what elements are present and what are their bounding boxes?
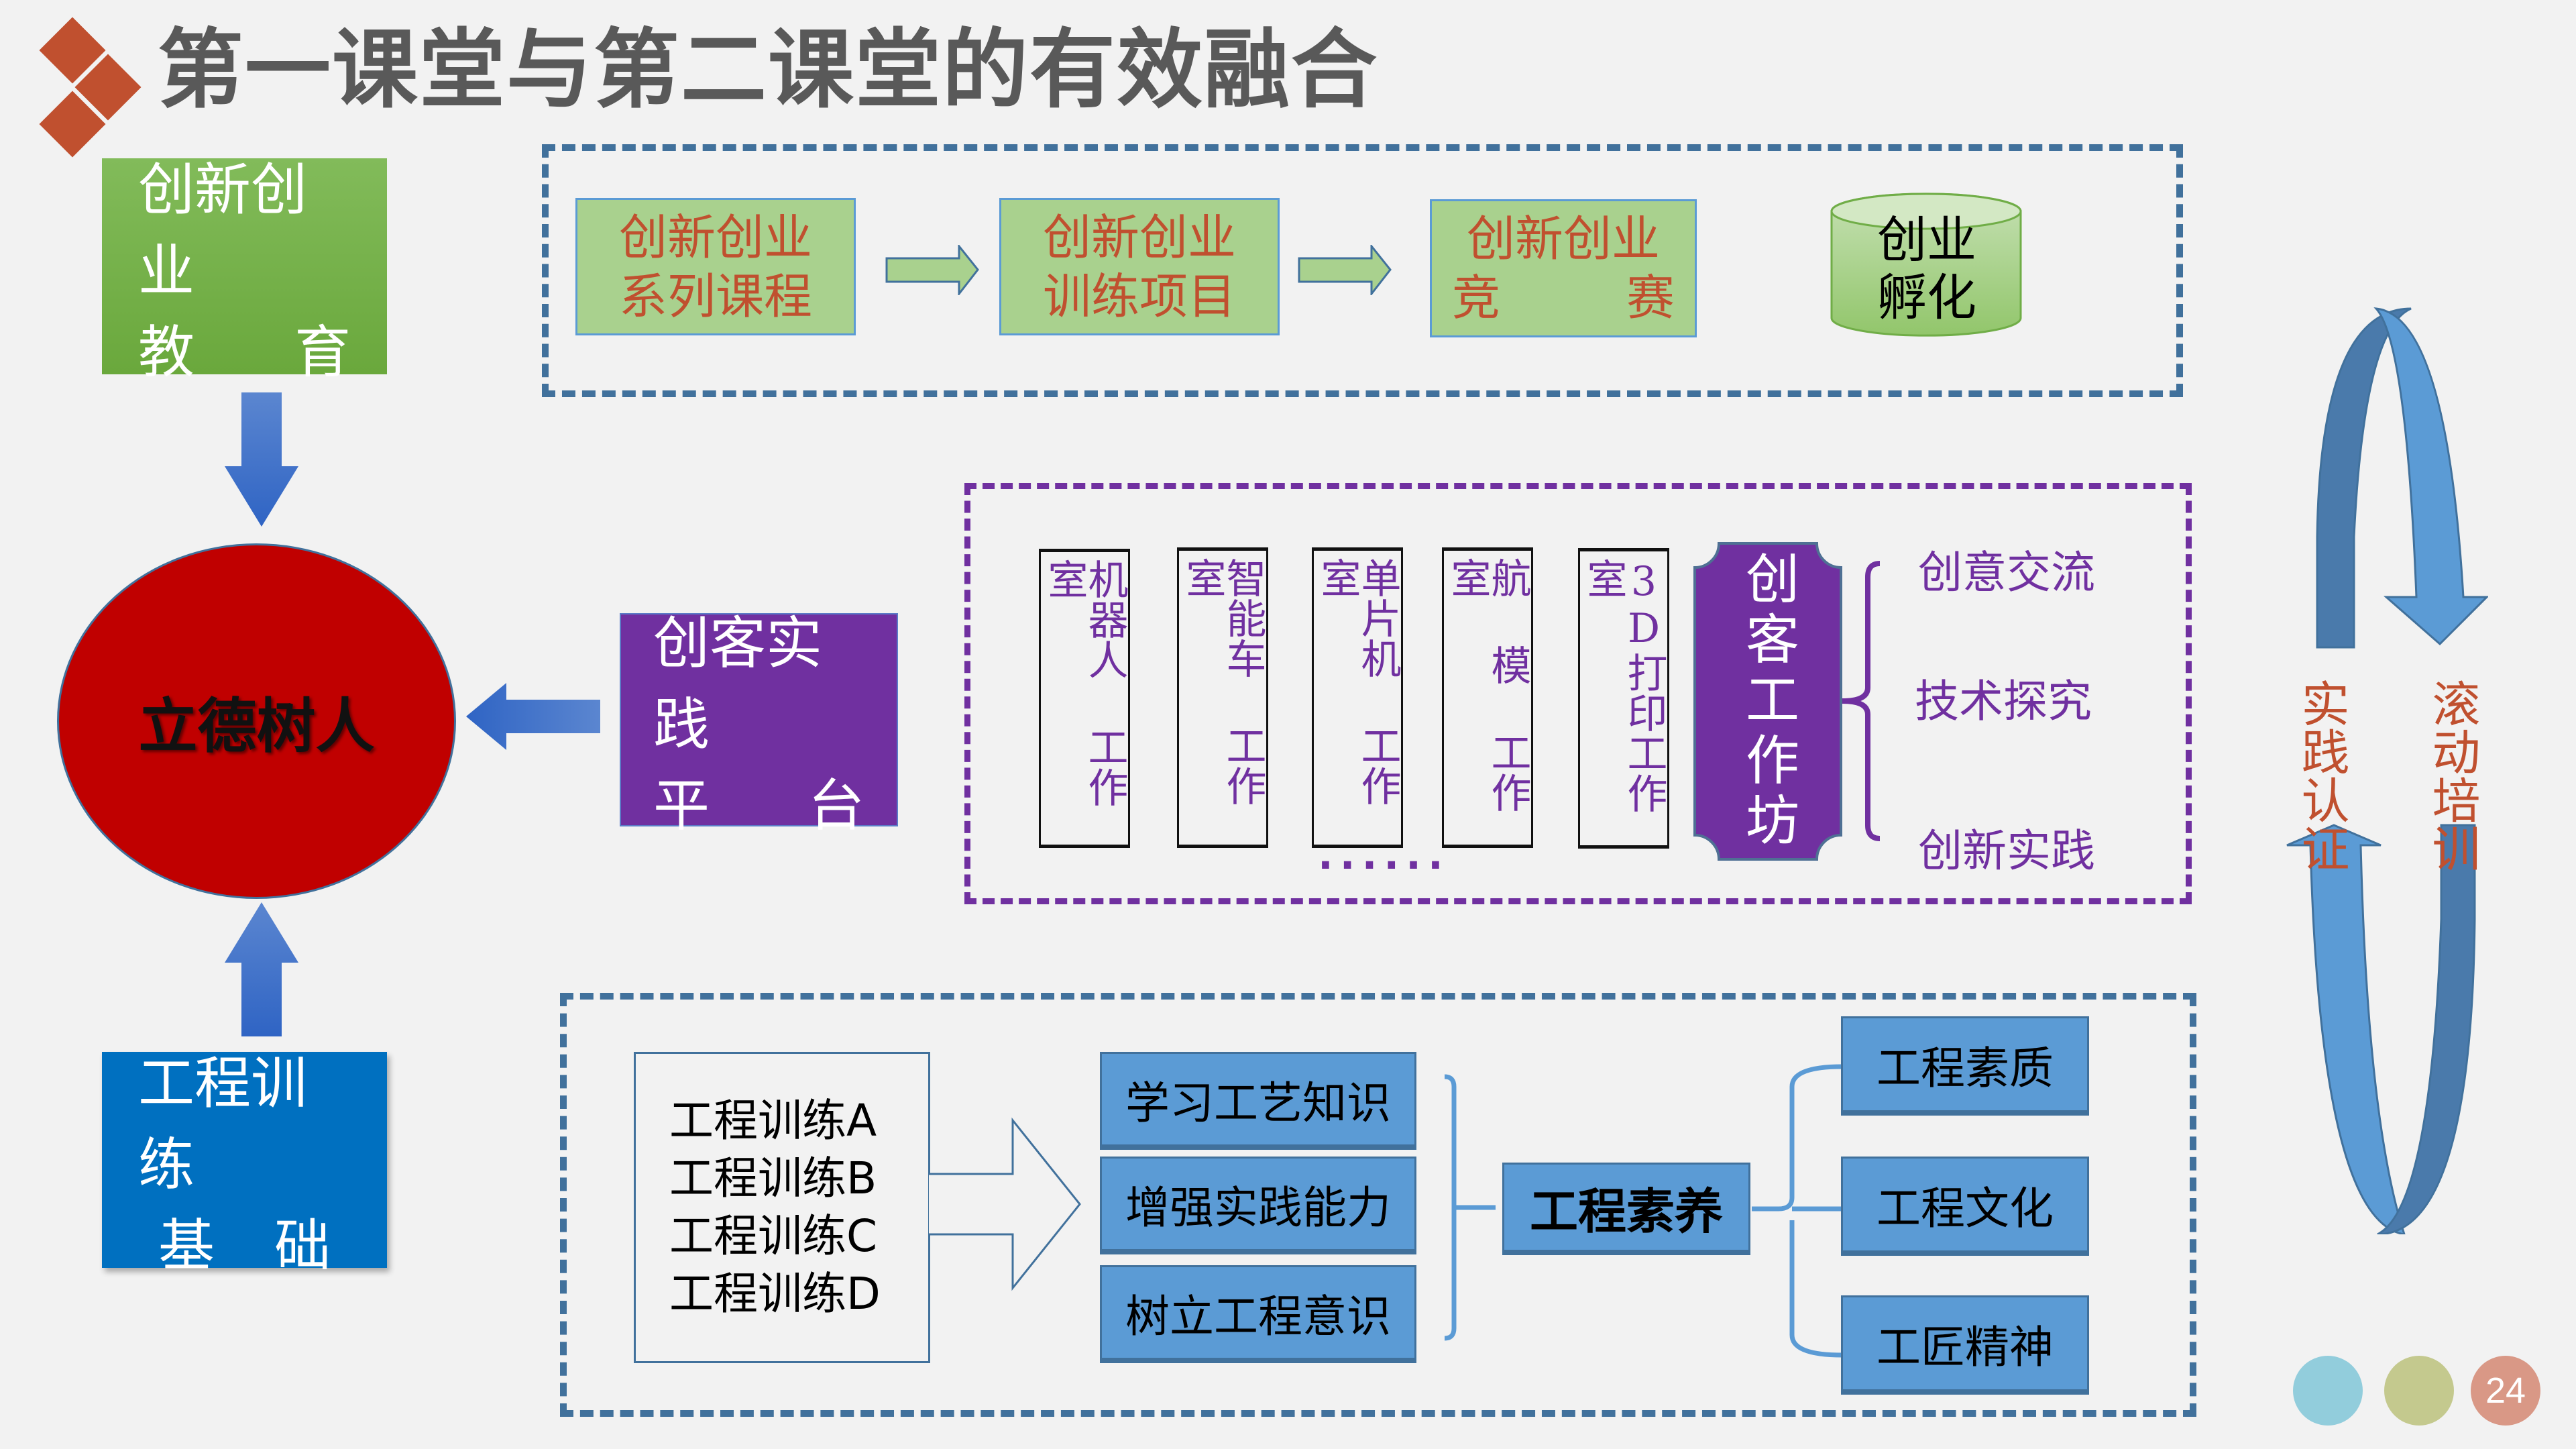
outcome-idea-exchange: 创意交流 <box>1918 547 2095 598</box>
studio-robot: 机器人 工作室 <box>1039 549 1130 848</box>
result-engineering-quality: 工程素质 <box>1841 1016 2089 1116</box>
training-list-box: 工程训练A 工程训练B 工程训练C 工程训练D <box>634 1052 930 1363</box>
training-item: 工程训练A <box>669 1095 877 1146</box>
goal-craft-knowledge: 学习工艺知识 <box>1100 1052 1416 1150</box>
flow-step-courses: 创新创业 系列课程 <box>575 198 856 335</box>
outcome-tech-exploration: 技术探究 <box>1915 676 2092 727</box>
engineering-literacy-box: 工程素养 <box>1502 1163 1750 1255</box>
workshop-bracket <box>1842 561 1881 841</box>
decor-dot-olive <box>2384 1356 2454 1426</box>
goal-engineering-awareness: 树立工程意识 <box>1100 1265 1416 1363</box>
education-line2: 教 育 <box>138 319 351 385</box>
arrow-up-to-core <box>225 902 298 1036</box>
maker-line1: 创客实践 <box>653 610 823 757</box>
entrepreneurship-frame <box>542 144 2183 397</box>
goals-bracket <box>1444 1074 1496 1341</box>
cycle-arrows-icon <box>2286 307 2488 1234</box>
studio-aeromodel: 航 模 工作室 <box>1442 547 1533 848</box>
arrow-right-icon <box>885 245 979 295</box>
engineering-line2: 基 础 <box>158 1212 331 1279</box>
page-number: 24 <box>2485 1371 2526 1411</box>
studio-smart-car: 智能车 工作室 <box>1177 547 1268 848</box>
decor-dot-blue <box>2293 1356 2363 1426</box>
arrow-left-to-core <box>466 683 600 750</box>
maker-line2: 平 台 <box>653 772 864 839</box>
workshop-plaque <box>1693 542 1842 861</box>
training-item: 工程训练C <box>669 1210 878 1262</box>
studio-3d-printing: 3D打印工作室 <box>1578 548 1669 849</box>
workshop-label: 创客工作坊 <box>1737 550 1799 853</box>
engineering-training-box: 工程训练 基 础 <box>102 1051 387 1279</box>
training-item: 工程训练D <box>669 1268 881 1320</box>
flow-step-training-projects: 创新创业 训练项目 <box>999 198 1280 335</box>
incubation-label: 创业 孵化 <box>1877 211 1976 327</box>
core-label: 立德树人 <box>138 691 375 761</box>
result-craftsman-spirit: 工匠精神 <box>1841 1295 2089 1395</box>
arrow-right-icon <box>1298 245 1392 295</box>
studio-mcu: 单片机 工作室 <box>1312 547 1403 848</box>
engineering-frame <box>560 993 2196 1417</box>
goal-practice-ability: 增强实践能力 <box>1100 1157 1416 1254</box>
results-bracket <box>1752 1064 1842 1358</box>
incubation-cylinder <box>1830 193 2022 337</box>
page-number-badge: 24 <box>2471 1356 2540 1426</box>
cycle-label-rolling-training: 滚动培训 <box>2424 679 2480 872</box>
more-studios-ellipsis: ...... <box>1318 832 1450 879</box>
outcome-innovation-practice: 创新实践 <box>1918 825 2095 877</box>
training-item: 工程训练B <box>669 1152 877 1204</box>
slide-title: 第一课堂与第二课堂的有效融合 <box>158 20 1379 120</box>
workshop-label-wrap: 创客工作坊 <box>1693 542 1842 861</box>
flow-step-competition: 创新创业 竞 赛 <box>1430 199 1697 337</box>
core-ellipse: 立德树人 <box>57 543 456 899</box>
result-engineering-culture: 工程文化 <box>1841 1157 2089 1256</box>
chevron-arrow-right <box>929 1117 1081 1291</box>
maker-workshop-frame <box>964 483 2192 904</box>
engineering-line1: 工程训练 <box>138 1050 308 1197</box>
cycle-label-practice-certification: 实践认证 <box>2293 679 2349 872</box>
education-line1: 创新创业 <box>138 156 308 304</box>
arrow-down-to-core <box>225 392 298 527</box>
maker-practice-platform-box: 创客实践 平 台 <box>620 610 898 839</box>
innovation-education-box: 创新创业 教 育 <box>102 157 387 385</box>
